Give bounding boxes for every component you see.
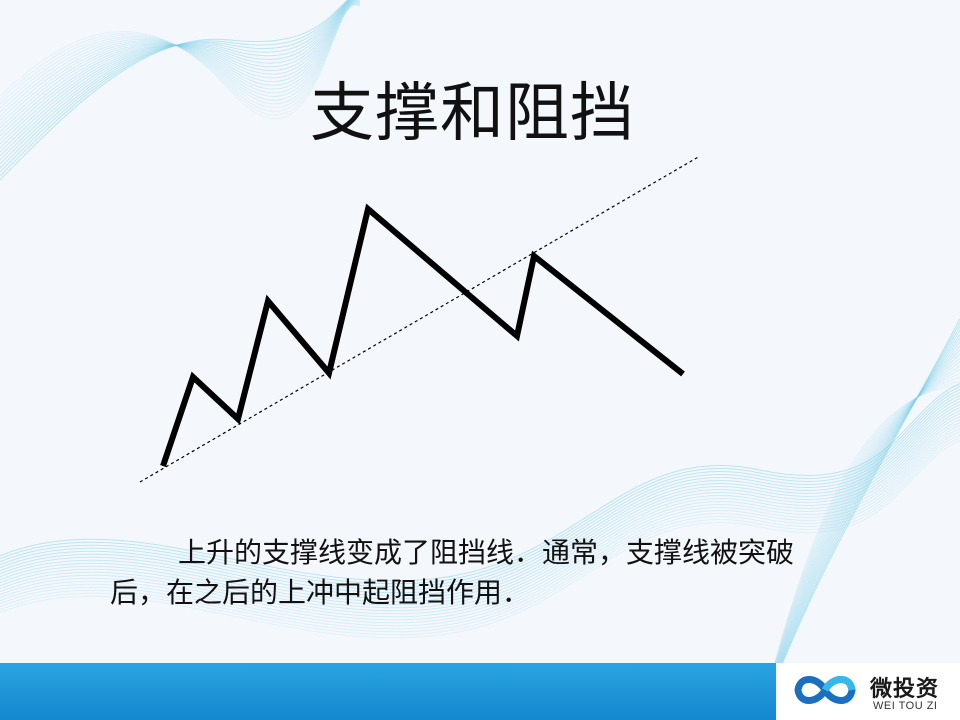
wave-line (0, 404, 960, 603)
wave-line (0, 0, 350, 173)
logo: 微投资 WEI TOU ZI (776, 663, 960, 720)
wave-line (0, 0, 360, 133)
slide-title: 支撑和阻挡 (310, 77, 635, 151)
top-left-waves (0, 0, 361, 181)
wave-line (0, 383, 960, 582)
wave-line (0, 413, 960, 612)
wave-line (0, 4, 361, 120)
wave-line (0, 0, 357, 137)
wave-line (0, 0, 361, 125)
infinity-logo-icon (794, 676, 856, 704)
wave-line (0, 431, 960, 630)
wave-line (759, 373, 960, 720)
wave-line (759, 325, 960, 720)
wave-line (0, 437, 960, 636)
wave-line (759, 361, 960, 720)
wave-line (0, 4, 361, 116)
wave-line (0, 0, 361, 129)
wave-line (759, 377, 960, 720)
wave-line (0, 2, 361, 109)
wave-line (759, 341, 960, 720)
wave-line (0, 0, 352, 161)
wave-line (0, 389, 960, 588)
wave-line (759, 345, 960, 720)
wave-line (759, 369, 960, 720)
wave-line (0, 0, 355, 141)
wave-line (0, 422, 960, 621)
wave-line (0, 1, 361, 121)
wave-line (0, 0, 352, 157)
wave-line (759, 321, 960, 720)
wave-line (759, 381, 960, 720)
wave-line (759, 317, 960, 720)
wave-line (0, 416, 960, 615)
wave-line (0, 440, 960, 639)
wave-line (759, 357, 960, 720)
wave-line (0, 0, 349, 181)
wave-line (0, 0, 351, 165)
wave-line (0, 425, 960, 624)
wave-line (759, 353, 960, 720)
wave-line (0, 1, 361, 117)
wave-line (759, 329, 960, 720)
wave-line (0, 392, 960, 591)
logo-name-cn: 微投资 (870, 677, 940, 702)
wave-line (759, 333, 960, 720)
wave-line (0, 3, 361, 112)
price-zigzag-line (160, 203, 685, 467)
wave-line (0, 395, 960, 594)
logo-name-en: WEI TOU ZI (873, 700, 938, 712)
wave-line (0, 0, 354, 149)
wave-line (759, 384, 960, 720)
wave-line (0, 407, 960, 606)
wave-line (0, 0, 349, 177)
wave-line (759, 337, 960, 720)
wave-line (0, 0, 353, 153)
wave-line (0, 0, 351, 169)
wave-line (0, 428, 960, 627)
wave-line (0, 434, 960, 633)
wave-line (0, 0, 354, 145)
wave-line (0, 386, 960, 585)
wave-line (759, 365, 960, 720)
bottom-waves (0, 383, 960, 639)
wave-line (0, 2, 361, 113)
wave-line (0, 419, 960, 618)
caption-text: 上升的支撑线变成了阻挡线．通常，支撑线被突破后，在之后的上冲中起阻挡作用． (110, 536, 795, 609)
wave-line (0, 398, 960, 597)
wave-line (0, 410, 960, 609)
wave-line (0, 401, 960, 600)
right-waves (759, 317, 960, 720)
wave-line (759, 349, 960, 720)
